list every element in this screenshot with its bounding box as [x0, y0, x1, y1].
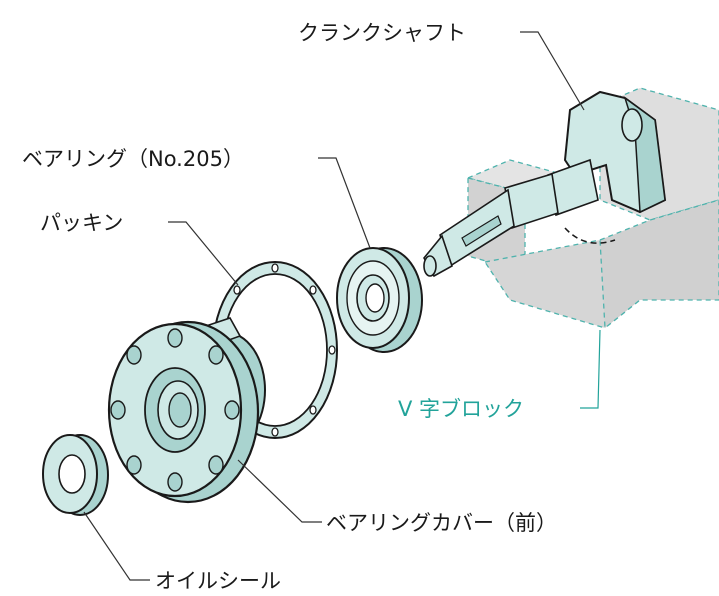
leader-packing — [168, 221, 239, 286]
leader-bearing — [318, 157, 371, 249]
label-oil-seal: オイルシール — [155, 569, 281, 593]
leader-bearing-cover — [237, 459, 322, 523]
label-crankshaft: クランクシャフト — [298, 21, 466, 45]
crankshaft — [423, 90, 667, 278]
leader-v-block — [580, 329, 601, 409]
leader-oil-seal — [83, 511, 150, 581]
cover-bolt-holes — [110, 328, 240, 492]
label-packing: パッキン — [40, 211, 123, 235]
label-bearing: ベアリング（No.205） — [22, 147, 244, 171]
oil-seal — [42, 434, 109, 516]
label-bearing-cover: ベアリングカバー（前） — [326, 511, 557, 535]
v-block-front-lower — [483, 239, 621, 329]
bearing — [336, 247, 423, 353]
shaft-keyway — [461, 215, 502, 247]
oil-seal-bore — [58, 454, 86, 494]
v-block-right-face — [599, 199, 719, 330]
bearing-cover — [107, 317, 266, 504]
leader-crankshaft — [520, 31, 585, 111]
v-groove-line — [564, 227, 616, 244]
bearing-bore — [365, 283, 385, 313]
leader-lines — [83, 31, 601, 581]
label-v-block: V 字ブロック — [398, 397, 524, 421]
shaft-end-face — [423, 255, 437, 277]
crank-pin — [621, 108, 643, 142]
cover-hub-bore — [168, 392, 192, 428]
